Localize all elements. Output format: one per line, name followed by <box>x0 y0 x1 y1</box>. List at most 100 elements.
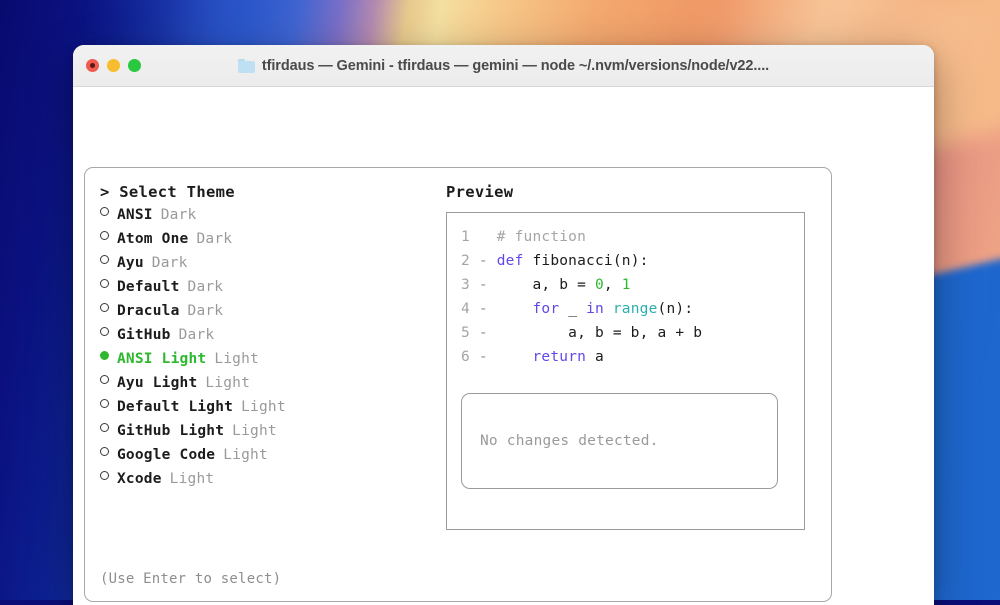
theme-option-kind: Light <box>214 351 259 367</box>
theme-option-kind: Dark <box>178 327 215 343</box>
radio-unselected-icon[interactable] <box>100 303 109 312</box>
code-token: _ <box>559 301 587 317</box>
status-message: No changes detected. <box>480 433 659 449</box>
code-diff-marker <box>470 229 497 245</box>
code-token: for <box>532 301 560 317</box>
code-diff-marker: - <box>469 253 497 269</box>
theme-option-label: Google Code <box>117 447 216 463</box>
radio-unselected-icon[interactable] <box>100 447 109 456</box>
code-line-number: 5 <box>461 325 470 341</box>
radio-unselected-icon[interactable] <box>100 327 109 336</box>
code-token: in <box>586 301 604 317</box>
code-token: return <box>532 349 587 365</box>
close-button-icon[interactable] <box>86 59 99 72</box>
theme-option-google-code[interactable]: Google Code Light <box>100 447 440 471</box>
radio-unselected-icon[interactable] <box>100 207 109 216</box>
radio-unselected-icon[interactable] <box>100 399 109 408</box>
theme-option-github-light[interactable]: GitHub Light Light <box>100 423 440 447</box>
radio-unselected-icon[interactable] <box>100 423 109 432</box>
terminal-window: tfirdaus — Gemini - tfirdaus — gemini — … <box>73 45 934 605</box>
theme-option-kind: Light <box>241 399 286 415</box>
code-token: range <box>612 301 658 317</box>
code-token: (n): <box>657 301 694 317</box>
code-line: 2 - def fibonacci(n): <box>461 253 790 277</box>
radio-unselected-icon[interactable] <box>100 231 109 240</box>
code-token <box>497 301 533 317</box>
code-line: 3 - a, b = 0, 1 <box>461 277 790 301</box>
code-line-number: 6 <box>461 349 470 365</box>
theme-option-label: Atom One <box>117 231 189 247</box>
code-token: 0 <box>594 277 604 293</box>
select-theme-header: > Select Theme <box>100 183 235 201</box>
theme-option-label: GitHub Light <box>117 423 225 439</box>
code-token: a, b = b, a + b <box>496 325 703 341</box>
radio-unselected-icon[interactable] <box>100 471 109 480</box>
theme-option-kind: Dark <box>196 231 233 247</box>
code-line-number: 4 <box>461 301 470 317</box>
window-titlebar[interactable]: tfirdaus — Gemini - tfirdaus — gemini — … <box>73 45 934 87</box>
theme-option-kind: Light <box>223 447 268 463</box>
theme-option-label: Default <box>117 279 180 295</box>
theme-option-default[interactable]: Default Dark <box>100 279 440 303</box>
code-line: 6 - return a <box>461 349 790 373</box>
code-line: 1 # function <box>461 229 790 253</box>
theme-option-ansi-light[interactable]: ANSI Light Light <box>100 351 440 375</box>
radio-selected-icon[interactable] <box>100 351 109 360</box>
preview-header: Preview <box>446 183 514 201</box>
code-line-number: 3 <box>461 277 470 293</box>
code-diff-marker: - <box>469 325 497 341</box>
theme-option-label: Xcode <box>117 471 162 487</box>
theme-option-ayu-light[interactable]: Ayu Light Light <box>100 375 440 399</box>
code-diff-marker: - <box>469 277 497 293</box>
theme-option-label: ANSI Light <box>117 351 207 367</box>
status-box: No changes detected. <box>461 393 778 489</box>
window-title: tfirdaus — Gemini - tfirdaus — gemini — … <box>261 57 770 74</box>
code-token: a <box>586 349 604 365</box>
theme-option-github[interactable]: GitHub Dark <box>100 327 440 351</box>
code-token: fibonacci(n): <box>523 253 649 269</box>
code-token: def <box>496 253 524 269</box>
code-diff-marker: - <box>469 349 497 365</box>
code-token: , <box>603 277 622 293</box>
keyboard-hint: (Use Enter to select) <box>100 571 282 587</box>
theme-option-kind: Dark <box>187 279 224 295</box>
theme-option-kind: Light <box>205 375 251 391</box>
code-diff-marker: - <box>469 301 497 317</box>
theme-option-atom-one[interactable]: Atom One Dark <box>100 231 440 255</box>
window-title-wrap: tfirdaus — Gemini - tfirdaus — gemini — … <box>73 45 934 86</box>
code-token: a, b = <box>496 277 595 293</box>
theme-option-label: GitHub <box>117 327 171 343</box>
theme-option-kind: Dark <box>187 303 224 319</box>
theme-option-xcode[interactable]: Xcode Light <box>100 471 440 495</box>
radio-unselected-icon[interactable] <box>100 279 109 288</box>
code-token <box>604 301 613 317</box>
code-token: 1 <box>621 277 631 293</box>
theme-option-kind: Light <box>232 423 277 439</box>
minimize-button-icon[interactable] <box>107 59 120 72</box>
theme-option-label: Dracula <box>117 303 180 319</box>
theme-option-default-light[interactable]: Default Light Light <box>100 399 440 423</box>
radio-unselected-icon[interactable] <box>100 375 109 384</box>
code-token <box>497 349 533 365</box>
theme-option-dracula[interactable]: Dracula Dark <box>100 303 440 327</box>
theme-option-kind: Dark <box>151 255 188 271</box>
code-line-number: 1 <box>461 229 470 245</box>
maximize-button-icon[interactable] <box>128 59 141 72</box>
radio-unselected-icon[interactable] <box>100 255 109 264</box>
folder-icon <box>237 58 255 73</box>
code-line: 4 - for _ in range(n): <box>461 301 790 325</box>
code-line-number: 2 <box>461 253 470 269</box>
theme-option-kind: Dark <box>160 207 197 223</box>
theme-option-kind: Light <box>169 471 215 487</box>
theme-option-label: Default Light <box>117 399 234 415</box>
theme-option-label: Ayu Light <box>117 375 198 391</box>
